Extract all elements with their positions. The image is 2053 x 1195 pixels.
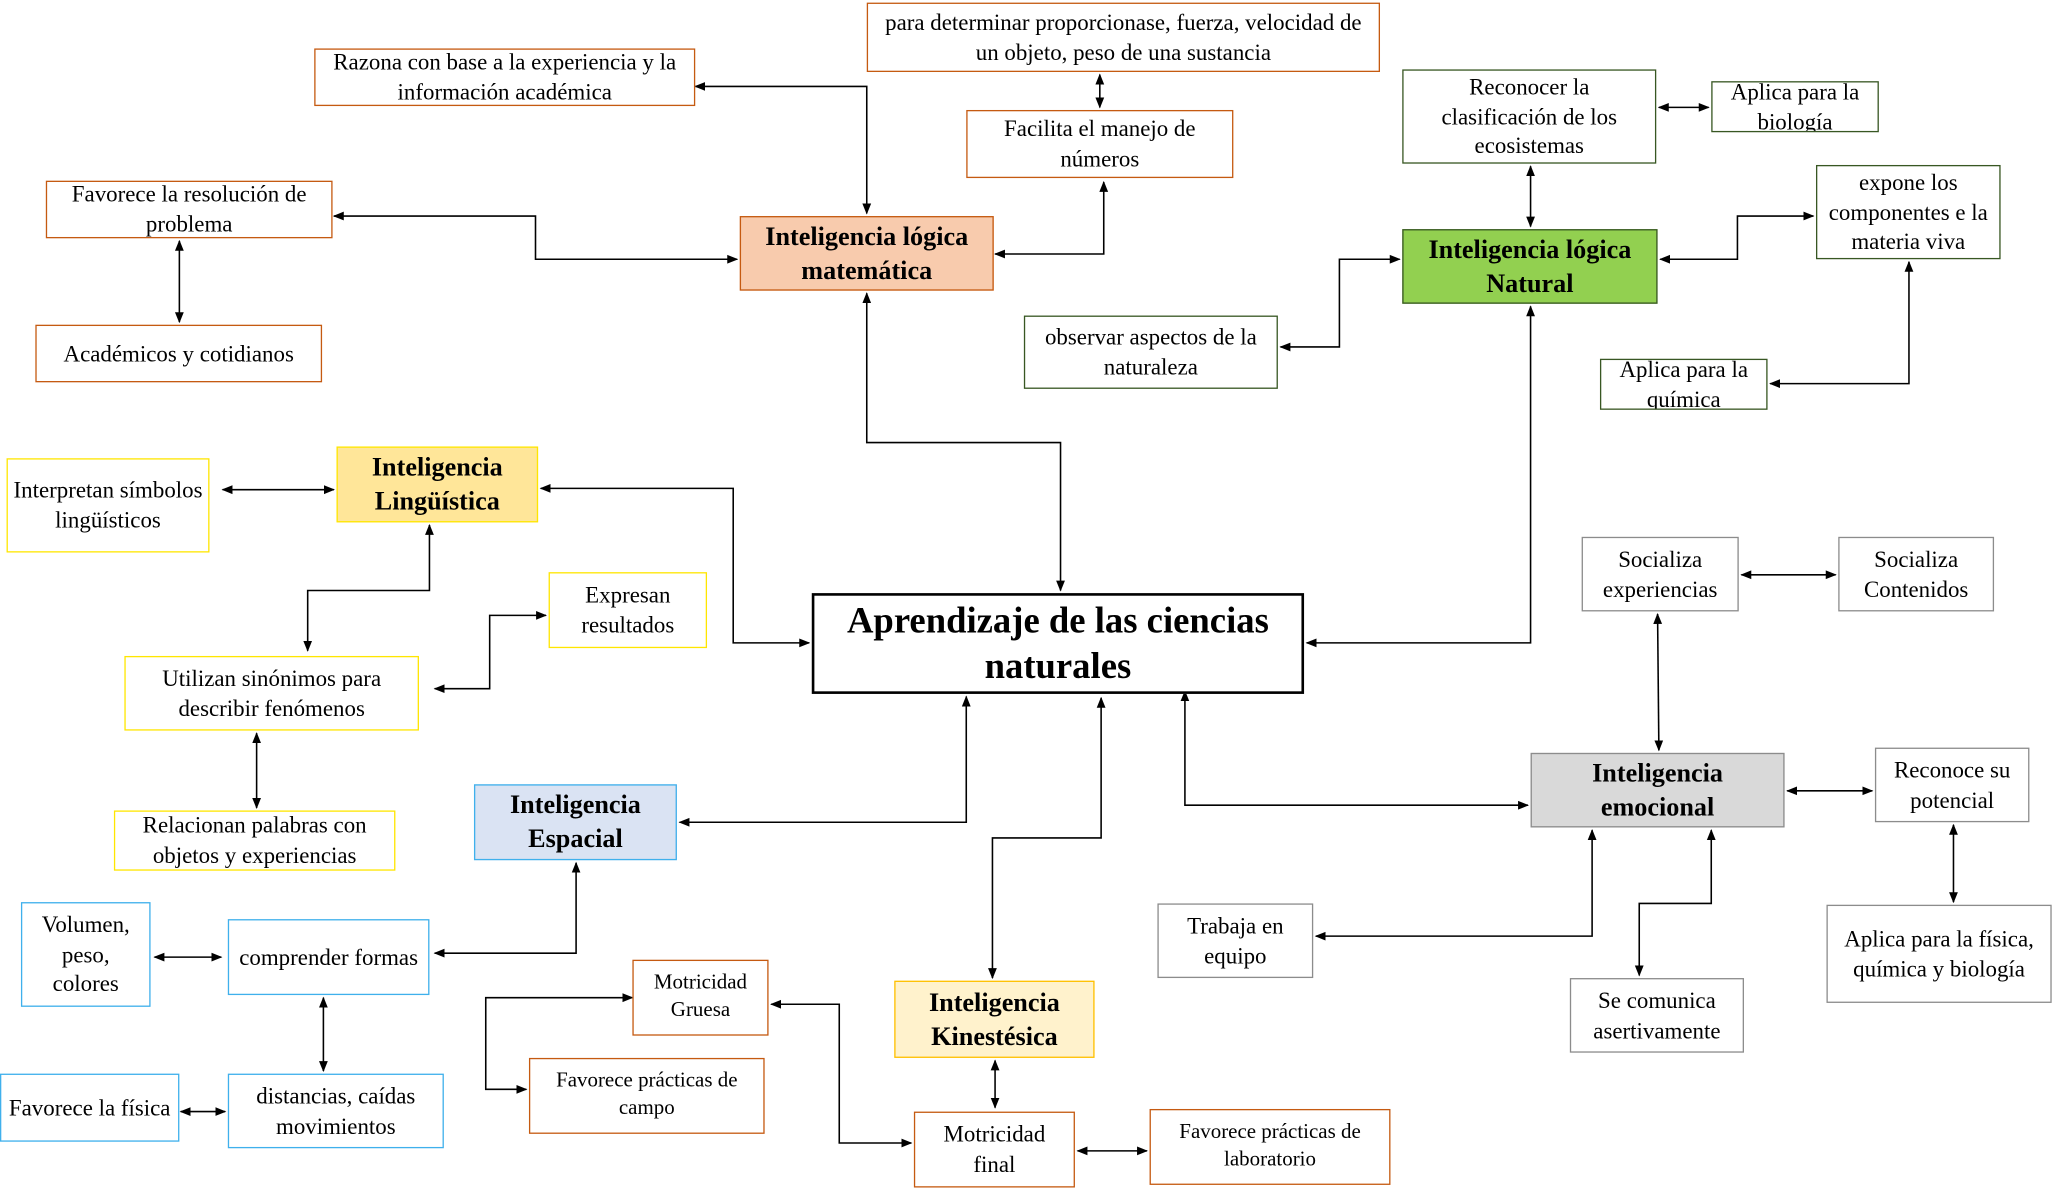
node-label: Inteligencia Kinestésica — [928, 987, 1060, 1051]
node-reconoce-potencial: Reconoce su potencial — [1874, 747, 2030, 823]
node-comprender: comprender formas — [227, 919, 430, 996]
connector-arrow — [433, 861, 581, 958]
node-label: Inteligencia lógica Natural — [1428, 235, 1632, 298]
node-label: Inteligencia Espacial — [509, 790, 641, 854]
node-socializa-experiencias: Socializa experiencias — [1581, 536, 1739, 612]
connector-arrow — [988, 696, 1106, 980]
node-label: Aplica para la química — [1619, 358, 1748, 410]
node-label: Aplica para la física, química y biologí… — [1844, 925, 2034, 982]
connector-arrow — [484, 993, 634, 1094]
node-favorece-resolucion: Favorece la resolución de problema — [45, 180, 333, 239]
node-label: Se comunica asertivamente — [1593, 986, 1721, 1043]
node-label: Socializa Contenidos — [1863, 545, 1969, 602]
connector-arrow — [678, 695, 971, 827]
connector-arrow — [539, 483, 811, 648]
connector-arrow — [1314, 828, 1597, 941]
node-academicos: Académicos y cotidianos — [35, 324, 323, 383]
connector-arrow — [1659, 211, 1815, 264]
connector-arrow — [1305, 305, 1535, 648]
node-observar: observar aspectos de la naturaleza — [1023, 315, 1278, 389]
connector-arrow — [993, 180, 1109, 259]
node-razona: Razona con base a la experiencia y la in… — [314, 48, 696, 107]
central-node: Aprendizaje de las ciencias naturales — [811, 593, 1305, 694]
connector-arrow — [862, 292, 1065, 592]
node-label: Favorece prácticas de campo — [556, 1069, 738, 1120]
node-quimica: Aplica para la química — [1599, 358, 1768, 410]
node-emocional: Inteligencia emocional — [1530, 752, 1785, 828]
node-label: Motricidad Gruesa — [653, 971, 748, 1022]
connector-arrow — [1769, 260, 1914, 389]
node-proporciones: para determinar proporcionase, fuerza, v… — [866, 2, 1381, 73]
node-practicas-campo: Favorece prácticas de campo — [528, 1057, 765, 1134]
node-motricidad-gruesa: Motricidad Gruesa — [632, 959, 769, 1036]
node-distancias: distancias, caídas movimientos — [227, 1073, 444, 1149]
node-label: Reconocer la clasificación de los ecosis… — [1441, 73, 1618, 159]
node-label: Trabaja en equipo — [1187, 912, 1284, 969]
connector-arrow — [1279, 254, 1401, 352]
node-practicas-laboratorio: Favorece prácticas de laboratorio — [1149, 1108, 1391, 1185]
node-label: comprender formas — [239, 943, 419, 970]
connector-arrow — [332, 211, 739, 264]
connector-arrow — [694, 82, 872, 215]
node-label: Relacionan palabras con objetos y experi… — [142, 812, 367, 869]
node-label: Volumen, peso, colores — [41, 911, 130, 997]
connector-arrow — [1634, 828, 1716, 977]
node-expone: expone los componentes e la materia viva — [1815, 164, 2001, 260]
node-label: Interpretan símbolos lingüísticos — [13, 476, 203, 533]
node-label: Favorece prácticas de laboratorio — [1179, 1121, 1361, 1171]
node-label: Expresan resultados — [581, 581, 675, 638]
node-favorece-fisica: Favorece la física — [0, 1073, 180, 1142]
node-label: distancias, caídas movimientos — [256, 1082, 416, 1139]
node-kinestesica: Inteligencia Kinestésica — [894, 980, 1095, 1058]
connector-arrow — [1653, 612, 1664, 752]
node-trabaja-equipo: Trabaja en equipo — [1157, 903, 1314, 979]
node-interpretan: Interpretan símbolos lingüísticos — [6, 458, 210, 553]
node-logica-natural: Inteligencia lógica Natural — [1402, 229, 1658, 304]
node-reconocer: Reconocer la clasificación de los ecosis… — [1402, 69, 1657, 164]
node-label: Inteligencia lógica matemática — [765, 221, 969, 285]
node-utilizan: Utilizan sinónimos para describir fenóme… — [124, 655, 419, 731]
node-logica-matematica: Inteligencia lógica matemática — [739, 216, 994, 291]
node-label: Razona con base a la experiencia y la in… — [333, 48, 677, 105]
node-facilita: Facilita el manejo de números — [966, 109, 1234, 179]
node-label: Reconoce su potencial — [1893, 756, 2011, 813]
node-label: expone los componentes e la materia viva — [1828, 168, 1988, 255]
node-biologia: Aplica para la biología — [1711, 81, 1879, 133]
node-linguistica: Inteligencia Lingüística — [336, 446, 539, 523]
node-label: Inteligencia Lingüística — [371, 453, 503, 516]
node-label: Inteligencia emocional — [1592, 758, 1724, 822]
node-label: observar aspectos de la naturaleza — [1044, 323, 1257, 380]
node-volumen: Volumen, peso, colores — [20, 902, 151, 1007]
connector-arrow — [433, 610, 548, 694]
node-label: Motricidad final — [943, 1121, 1046, 1178]
connector-arrow — [770, 999, 913, 1148]
node-motricidad-final: Motricidad final — [913, 1111, 1075, 1188]
node-label: para determinar proporcionase, fuerza, v… — [885, 8, 1362, 65]
node-socializa-contenidos: Socializa Contenidos — [1838, 536, 1995, 612]
node-label: Académicos y cotidianos — [63, 339, 294, 367]
central-label: Aprendizaje de las ciencias naturales — [846, 600, 1269, 687]
node-label: Facilita el manejo de números — [1004, 115, 1196, 172]
node-espacial: Inteligencia Espacial — [473, 784, 677, 861]
connector-arrow — [1180, 690, 1530, 810]
node-label: Aplica para la biología — [1730, 81, 1860, 133]
node-label: Favorece la resolución de problema — [71, 181, 307, 237]
node-se-comunica: Se comunica asertivamente — [1569, 978, 1744, 1053]
node-expresan: Expresan resultados — [548, 572, 708, 649]
connector-arrow — [303, 523, 434, 652]
node-label: Utilizan sinónimos para describir fenóme… — [162, 664, 382, 721]
node-aplica-ciencias: Aplica para la física, química y biologí… — [1826, 904, 2052, 1003]
node-label: Socializa experiencias — [1602, 545, 1718, 602]
node-label: Favorece la física — [8, 1094, 171, 1121]
node-relacionan: Relacionan palabras con objetos y experi… — [113, 810, 396, 871]
